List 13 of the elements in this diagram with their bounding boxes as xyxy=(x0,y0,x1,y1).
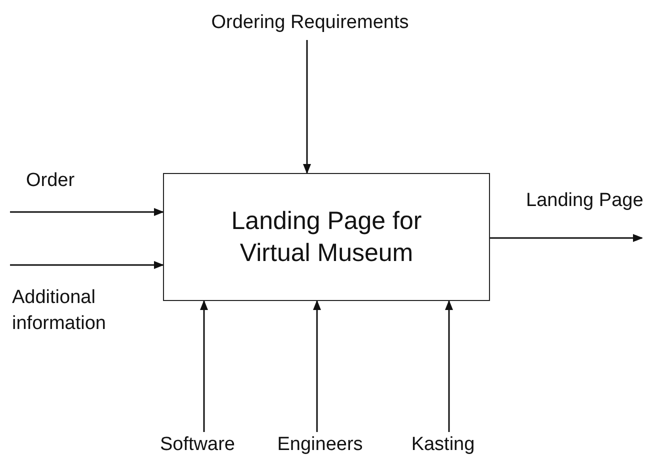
arrow xyxy=(303,40,311,174)
arrow xyxy=(10,261,164,269)
node-label: Kasting xyxy=(411,434,475,456)
arrow xyxy=(10,208,164,216)
arrow xyxy=(313,300,321,432)
arrow xyxy=(490,234,643,242)
node-label: Engineers xyxy=(277,434,363,456)
node-label: Ordering Requirements xyxy=(211,12,409,35)
box-label: Landing Page for Virtual Museum xyxy=(230,206,423,269)
process-box xyxy=(163,173,490,301)
arrow xyxy=(200,300,208,432)
arrow xyxy=(445,300,453,432)
node-label: Software xyxy=(160,434,235,456)
